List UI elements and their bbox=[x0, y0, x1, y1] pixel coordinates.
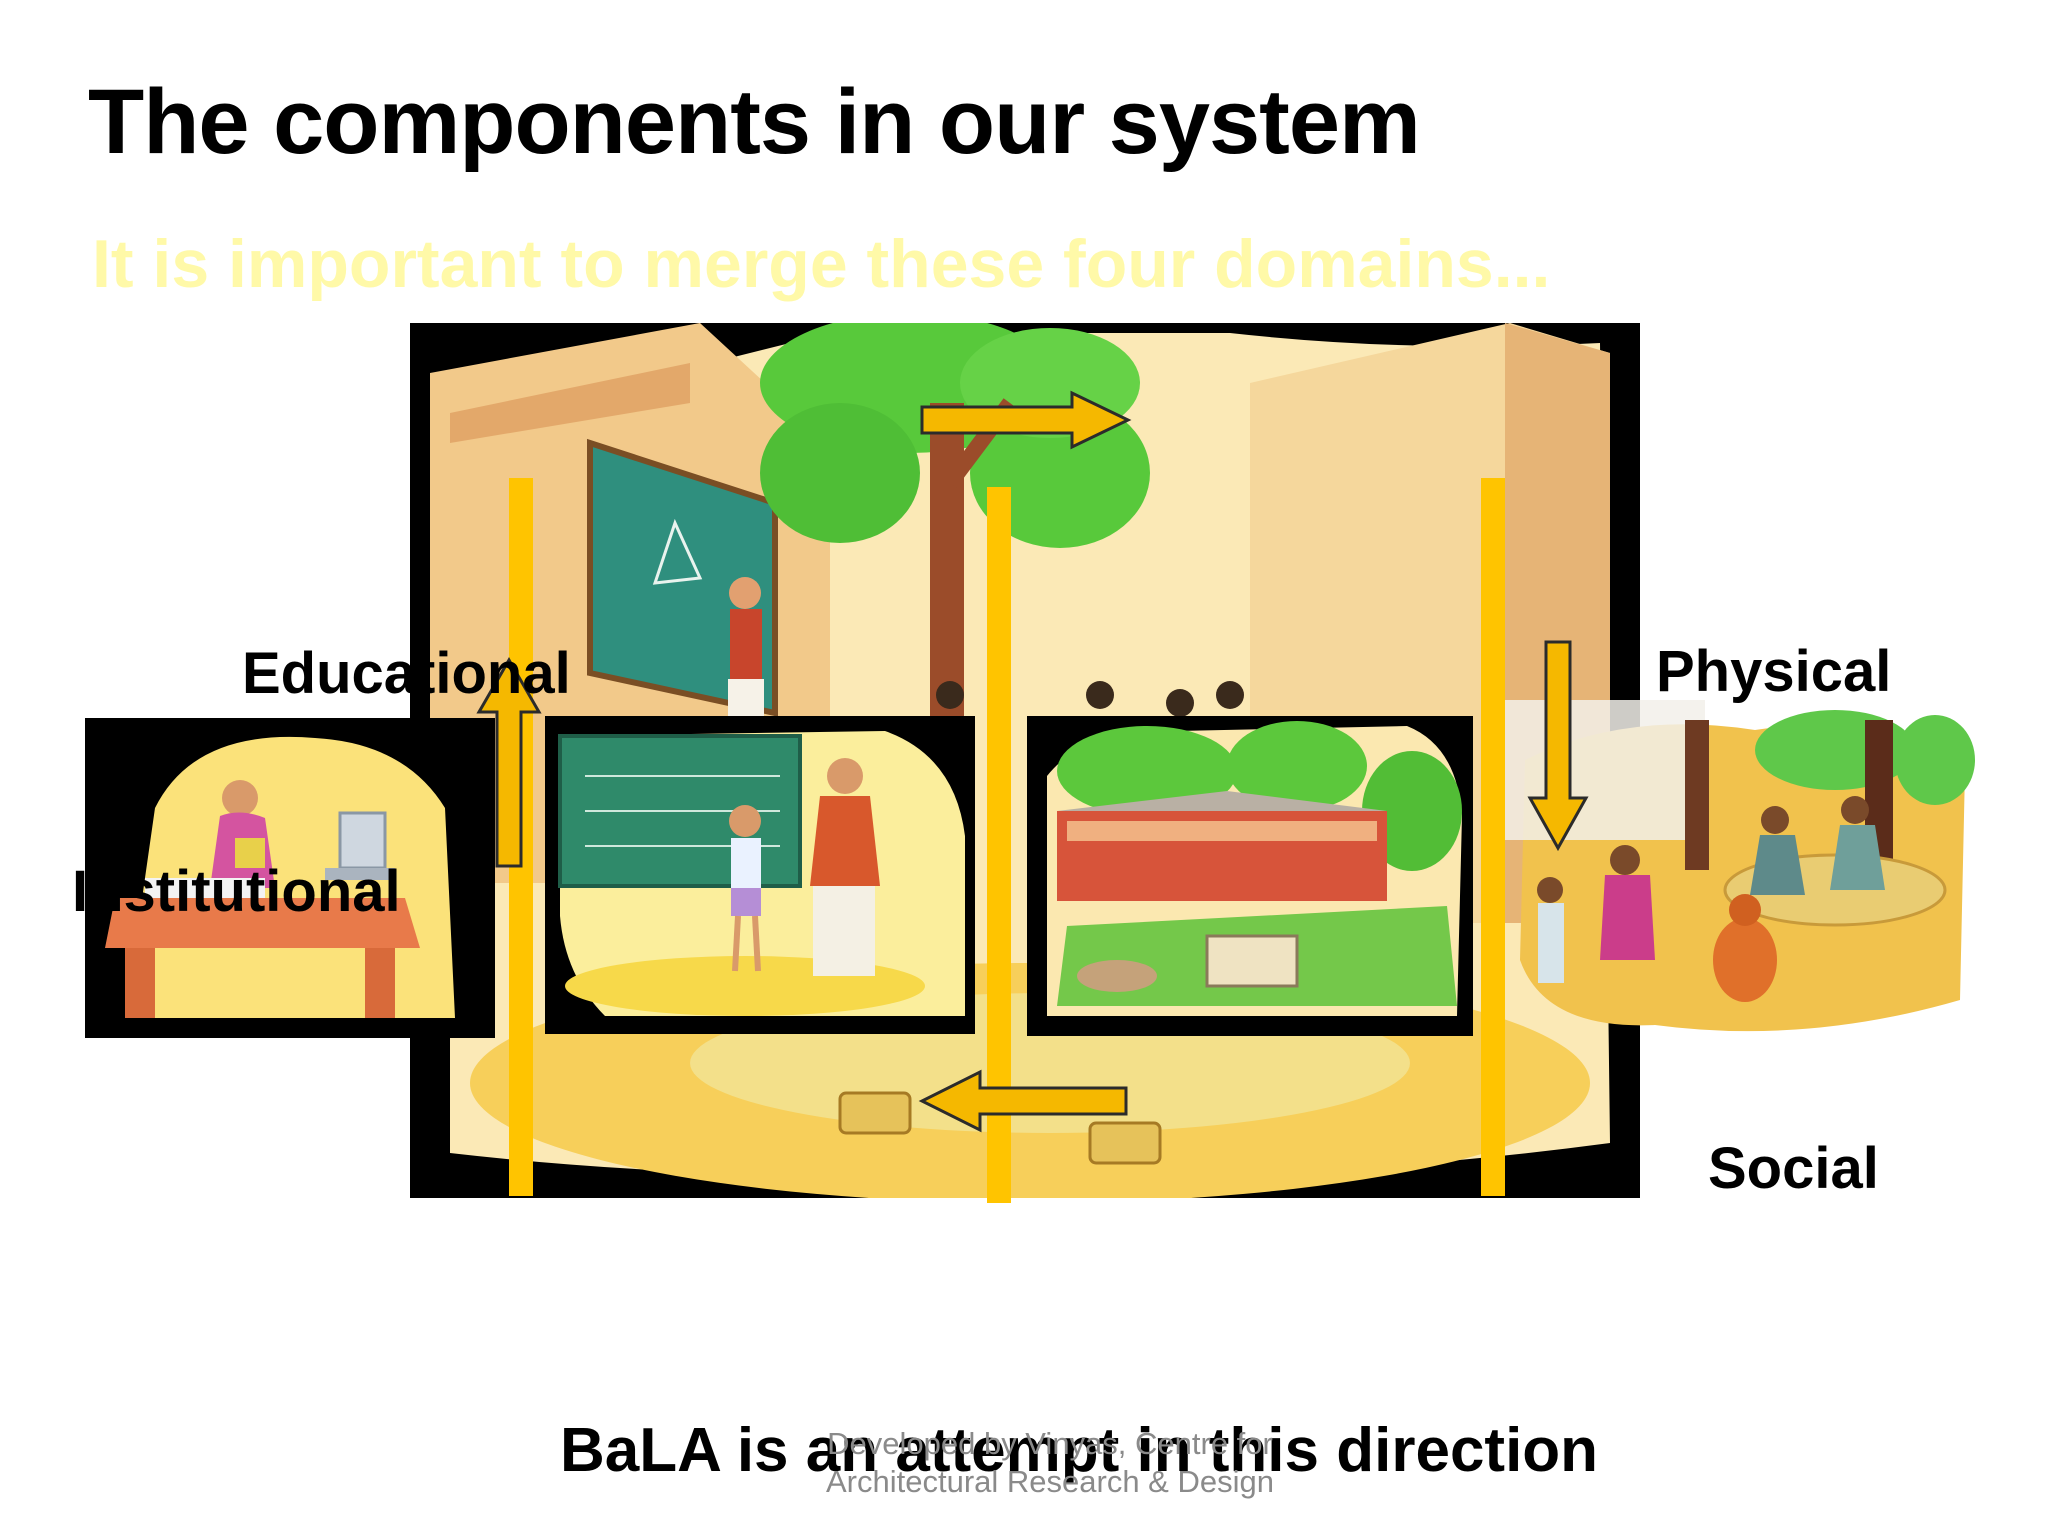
label-social: Social bbox=[1708, 1136, 1879, 1201]
teacher-student-chalkboard-illustration bbox=[545, 716, 975, 1034]
label-physical: Physical bbox=[1656, 639, 1892, 704]
arrow-left-icon bbox=[918, 1069, 1128, 1133]
slide-title: The components in our system bbox=[88, 71, 1421, 173]
school-campus-illustration bbox=[1027, 716, 1473, 1036]
conclusion-text: BaLA is an attempt in this direction bbox=[560, 1416, 1599, 1485]
village-community-gathering-illustration bbox=[1505, 700, 1975, 1032]
office-administrator-illustration bbox=[85, 718, 495, 1038]
label-educational: Educational bbox=[242, 641, 571, 706]
right-divider-bar bbox=[1481, 478, 1505, 1196]
footer-credit: Developed by Vinyas, Centre for Architec… bbox=[800, 1425, 1300, 1501]
footer-line-2: Architectural Research & Design bbox=[826, 1463, 1274, 1499]
footer-line-1: Developed by Vinyas, Centre for bbox=[827, 1426, 1273, 1461]
center-divider-bar bbox=[987, 487, 1011, 1203]
arrow-right-icon bbox=[920, 390, 1132, 450]
arrow-up-icon bbox=[476, 656, 542, 868]
arrow-down-icon bbox=[1527, 640, 1589, 852]
slide-subtitle: It is important to merge these four doma… bbox=[92, 226, 1551, 302]
label-institutional: Institutional bbox=[72, 859, 401, 924]
